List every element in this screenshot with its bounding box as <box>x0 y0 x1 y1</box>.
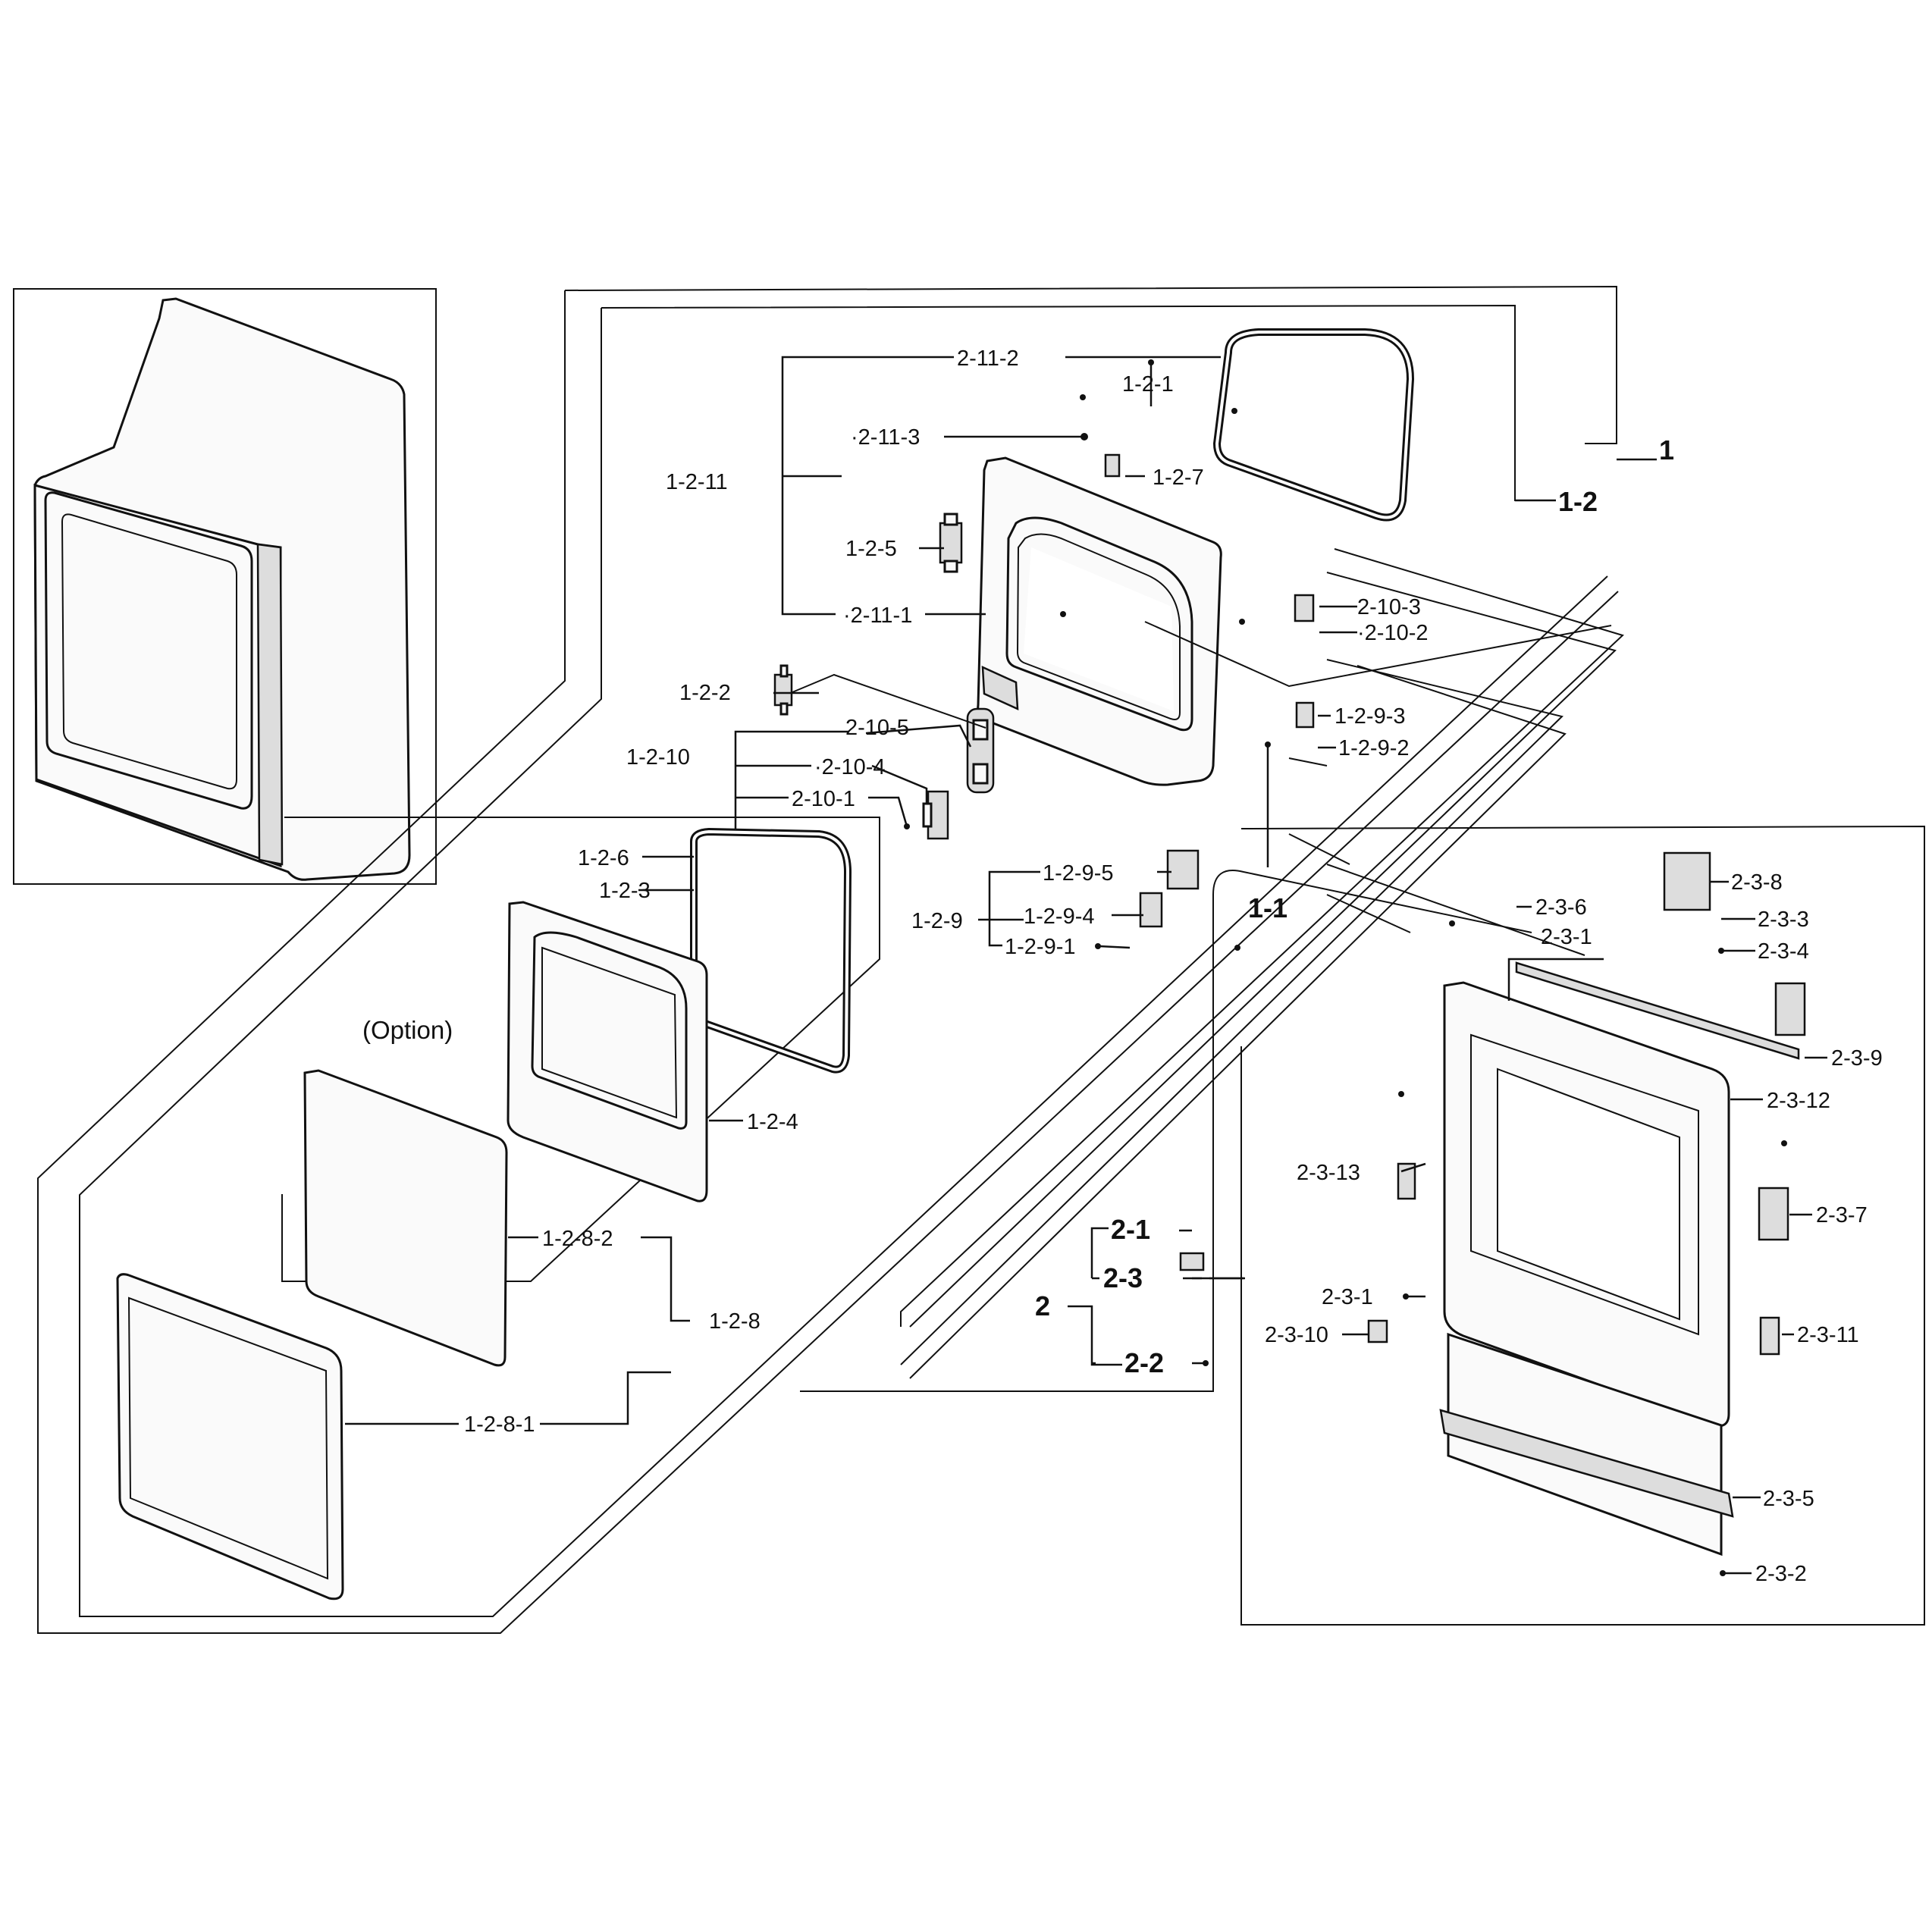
label-2-11-1: ·2-11-1 <box>843 604 912 628</box>
label-2-10-5: 2-10-5 <box>845 716 909 740</box>
label-1-2-9-1: 1-2-9-1 <box>1005 935 1076 959</box>
label-1-2-1: 1-2-1 <box>1122 372 1174 397</box>
door-panel-1-2-8-2 <box>303 1069 508 1367</box>
label-1-2-3: 1-2-3 <box>599 879 651 903</box>
label-2-3-3: 2-3-3 <box>1758 908 1809 932</box>
hinge-2-10-5 <box>966 707 995 794</box>
label-1-2-8: 1-2-8 <box>709 1309 761 1334</box>
label-2-10-2: ·2-10-2 <box>1357 621 1429 645</box>
label-2-3-12: 2-3-12 <box>1767 1089 1830 1113</box>
overview-door <box>44 491 253 810</box>
label-2-3-11: 2-3-11 <box>1797 1323 1859 1347</box>
label-1-2-4: 1-2-4 <box>747 1110 798 1134</box>
label-2-3-8: 2-3-8 <box>1731 870 1783 895</box>
label-1-2-8-1: 1-2-8-1 <box>464 1412 535 1437</box>
hinge-2-10-3 <box>1294 594 1315 622</box>
label-1-2-11: 1-2-11 <box>666 470 728 494</box>
label-1-2-2: 1-2-2 <box>679 681 731 705</box>
label-1-2-8-2: 1-2-8-2 <box>542 1227 613 1251</box>
label-2-3-6: 2-3-6 <box>1535 895 1587 920</box>
label-2-3-1-top: 2-3-1 <box>1541 925 1592 949</box>
label-2-3-7: 2-3-7 <box>1816 1203 1868 1227</box>
label-2-3-4: 2-3-4 <box>1758 939 1809 964</box>
label-2-3-5: 2-3-5 <box>1763 1487 1814 1511</box>
label-2-11-2: 2-11-2 <box>957 346 1019 371</box>
label-2-10-4: ·2-10-4 <box>814 755 886 779</box>
label-2-3-10: 2-3-10 <box>1265 1323 1328 1347</box>
hinge-1-2-9-3 <box>1295 701 1315 729</box>
hinge-2-3-8 <box>1663 851 1711 911</box>
door-gasket-2-11-2 <box>1212 328 1415 522</box>
pad-2-1 <box>1179 1252 1205 1271</box>
badge-2-3-10 <box>1367 1319 1388 1343</box>
hinge-1-2-5 <box>939 513 963 573</box>
label-2-3-2: 2-3-2 <box>1755 1562 1807 1586</box>
label-1-2: 1-2 <box>1558 486 1598 517</box>
hinge-2-3-7 <box>1758 1187 1789 1241</box>
group-1-outline <box>37 285 1619 1634</box>
label-2-11-3: ·2-11-3 <box>851 425 920 450</box>
label-2-10-1: 2-10-1 <box>792 787 855 811</box>
badge-2-3-11 <box>1759 1316 1780 1356</box>
label-2-3: 2-3 <box>1103 1262 1143 1293</box>
label-1-2-10: 1-2-10 <box>626 745 690 770</box>
label-2-3-1-bottom: 2-3-1 <box>1322 1285 1373 1309</box>
label-2-3-13: 2-3-13 <box>1297 1161 1360 1185</box>
door-frame-1-2-4 <box>507 901 708 1202</box>
label-1-1: 1-1 <box>1248 892 1287 923</box>
label-1-2-9-3: 1-2-9-3 <box>1335 704 1406 729</box>
label-2: 2 <box>1035 1290 1050 1321</box>
door-outer-1-2-8-1 <box>116 1273 344 1601</box>
label-1-2-6: 1-2-6 <box>578 846 629 870</box>
hinge-1-2-9-5 <box>1139 849 1200 928</box>
label-1-2-9-2: 1-2-9-2 <box>1338 736 1410 760</box>
gasket-1-2-3 <box>690 827 852 1074</box>
label-1-2-9-5: 1-2-9-5 <box>1043 861 1114 886</box>
bracket-2-3-1 <box>1515 961 1800 1060</box>
label-1-2-7: 1-2-7 <box>1153 466 1204 490</box>
group-2-outline <box>1240 825 1925 1626</box>
inner-door-frame-2-11-1 <box>977 456 1222 786</box>
trim-2-3-5 <box>1439 1409 1734 1518</box>
leader-lines <box>345 356 1827 1575</box>
label-2-3-9: 2-3-9 <box>1831 1046 1883 1071</box>
front-panel-2-3-12 <box>1443 981 1730 1557</box>
leader-dots <box>904 359 1787 1576</box>
hinge-2-3-13 <box>1397 1162 1416 1200</box>
label-2-2: 2-2 <box>1124 1347 1164 1378</box>
hinge-2-10-4 <box>922 790 949 840</box>
overview-appliance-panel <box>13 288 437 885</box>
callout-labels: 2-11-2 1-2-1 ·2-11-3 1-2-7 1-2-11 1 1-2 … <box>362 346 1883 1586</box>
hinge-1-2-2 <box>773 664 793 716</box>
label-1-2-9-4: 1-2-9-4 <box>1024 904 1095 929</box>
label-1-2-9: 1-2-9 <box>911 909 963 933</box>
label-2-10-3: 2-10-3 <box>1357 595 1421 619</box>
label-2-1: 2-1 <box>1111 1214 1150 1245</box>
hinge-2-3-9 <box>1774 982 1806 1036</box>
label-1-2-5: 1-2-5 <box>845 537 897 561</box>
label-option: (Option) <box>362 1016 453 1044</box>
label-1: 1 <box>1659 434 1674 466</box>
hinge-1-2-7 <box>1104 453 1121 478</box>
